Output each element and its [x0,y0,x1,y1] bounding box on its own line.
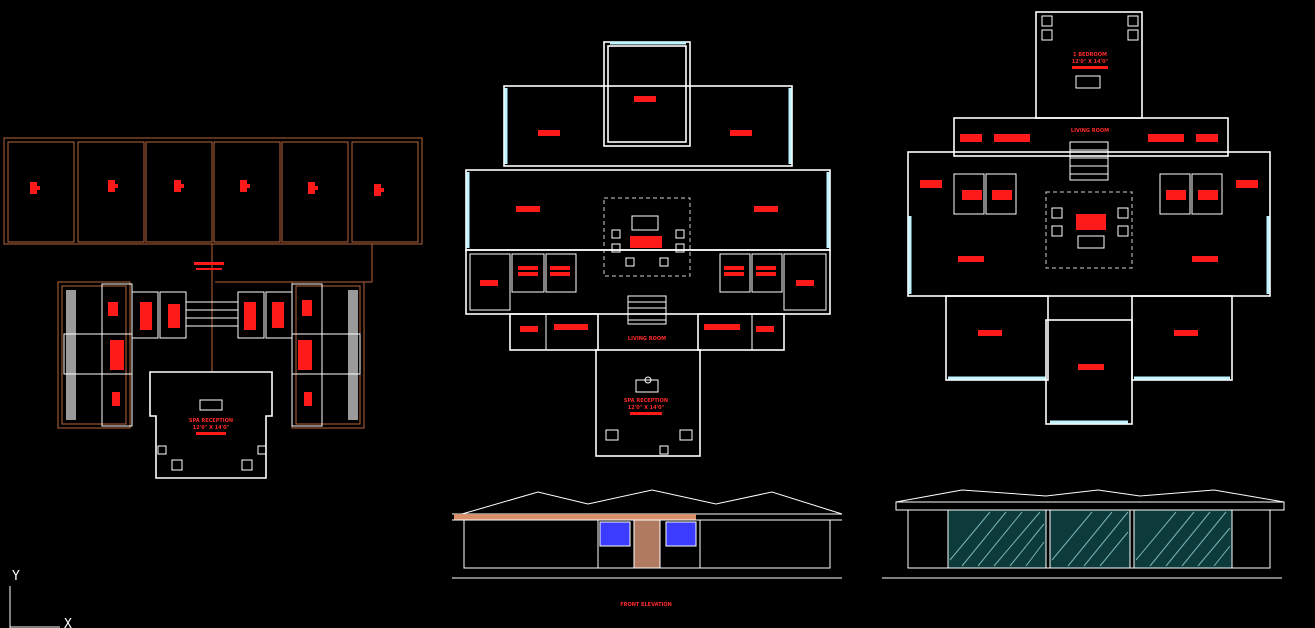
front-elevation-caption: FRONT ELEVATION [620,602,672,608]
right-stair [1069,141,1109,181]
left-reception-label: SPA RECEPTION [189,418,233,424]
center-lobby-label: LIVING ROOM [628,336,666,342]
center-floor-plan: LIVING ROOM SPA RECEPTION 12'0" X 14'0" [465,41,831,457]
left-reception-dim: 12'0" X 14'0" [193,425,230,431]
side-elevation [882,489,1285,579]
center-stair [627,295,667,325]
center-reception-dim: 12'0" X 14'0" [628,405,665,411]
center-reception-label: SPA RECEPTION [624,398,668,404]
right-floor-plan: 1 BEDROOM 12'0" X 14'0" LIVING ROOM [907,11,1271,425]
ucs-axis-icon: Y X [9,569,72,628]
left-room-markers [30,180,384,196]
left-floor-plan: SPA RECEPTION 12'0" X 14'0" [3,137,423,479]
right-lobby-label: LIVING ROOM [1071,128,1109,134]
axis-x-label: X [64,617,72,628]
axis-y-label: Y [12,569,20,584]
right-top-dim: 12'0" X 14'0" [1072,59,1109,65]
right-top-label: 1 BEDROOM [1073,52,1107,58]
front-elevation: FRONT ELEVATION [452,489,843,608]
